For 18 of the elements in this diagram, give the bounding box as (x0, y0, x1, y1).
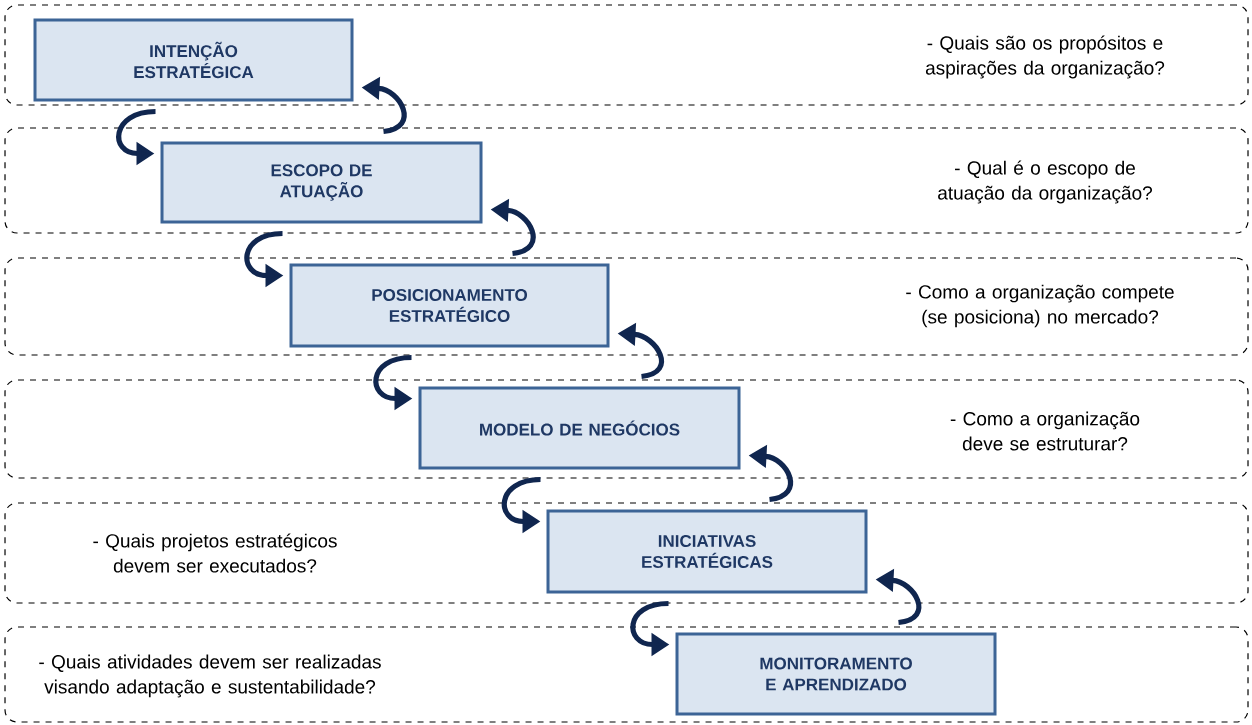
dashed-band (4, 379, 1249, 479)
question-text: - Como a organização compete (se posiciona) no mercado? (906, 284, 1174, 328)
question-text: - Quais são os propósitos e aspirações da organização? (925, 35, 1165, 79)
dashed-band (4, 127, 1249, 234)
process-box: INTENÇÃO ESTRATÉGICA (33, 18, 354, 102)
process-box: POSICIONAMENTO ESTRATÉGICO (289, 263, 610, 348)
question-text: - Qual é o escopo de atuação da organização? (938, 160, 1152, 204)
process-box: MONITORAMENTO E APRENDIZADO (675, 632, 997, 716)
question-text: - Como a organização deve se estruturar? (950, 411, 1140, 451)
question-text: - Quais projetos estratégicos devem ser executados? (93, 533, 337, 573)
dashed-band (4, 257, 1249, 356)
process-box: MODELO DE NEGÓCIOS (418, 386, 741, 470)
dashed-band (4, 502, 1249, 604)
dashed-band (4, 4, 1249, 106)
dashed-band (4, 626, 1249, 723)
process-box: ESCOPO DE ATUAÇÃO (160, 141, 483, 224)
question-text: - Quais atividades devem ser realizadas visando adaptação e sustentabilidade? (39, 654, 381, 698)
process-box: INICIATIVAS ESTRATÉGICAS (546, 509, 868, 594)
